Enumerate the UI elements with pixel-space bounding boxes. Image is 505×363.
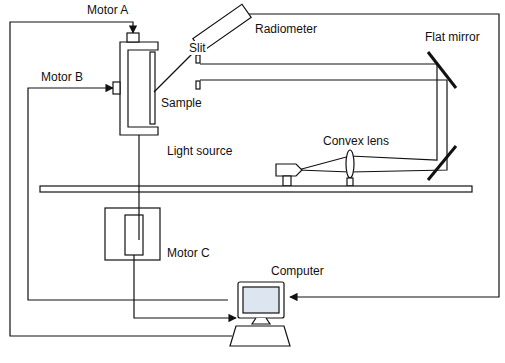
lamp (276, 164, 302, 176)
sample-plate (150, 52, 155, 124)
part-label: Motor B (40, 70, 84, 84)
flat-mirror (428, 146, 456, 180)
sample-holder (120, 42, 158, 135)
radiometer-wire (246, 14, 499, 297)
part-label: Motor A (86, 3, 129, 17)
motor-c-body (125, 215, 143, 255)
light-beam (200, 80, 447, 172)
flat-mirror (428, 52, 456, 88)
monitor-stand (252, 318, 270, 324)
rotation-shaft (138, 135, 139, 215)
keyboard (230, 326, 290, 346)
part-label: Flat mirror (424, 30, 481, 44)
computer-screen (243, 287, 279, 313)
motor-a-wire (10, 22, 232, 336)
part-label: Motor C (166, 246, 211, 260)
part-label: Light source (166, 144, 233, 158)
part-label: Slit (188, 41, 207, 55)
computer-monitor (238, 282, 284, 318)
part-label: Radiometer (254, 22, 318, 36)
motor-b-body (113, 82, 120, 94)
slit-jaw (196, 55, 200, 63)
motor-c-housing (105, 208, 160, 260)
part-label: Computer (270, 264, 325, 278)
convex-lens (346, 150, 354, 178)
lamp-stand (283, 176, 291, 186)
part-label: Convex lens (322, 134, 390, 148)
motor-c-wire (134, 255, 236, 318)
optical-bench (40, 186, 472, 192)
motor-a-body (127, 33, 139, 42)
rotation-shaft (138, 215, 139, 240)
part-label: Sample (160, 96, 203, 110)
slit-jaw (196, 81, 200, 89)
lens-stand (347, 178, 353, 186)
